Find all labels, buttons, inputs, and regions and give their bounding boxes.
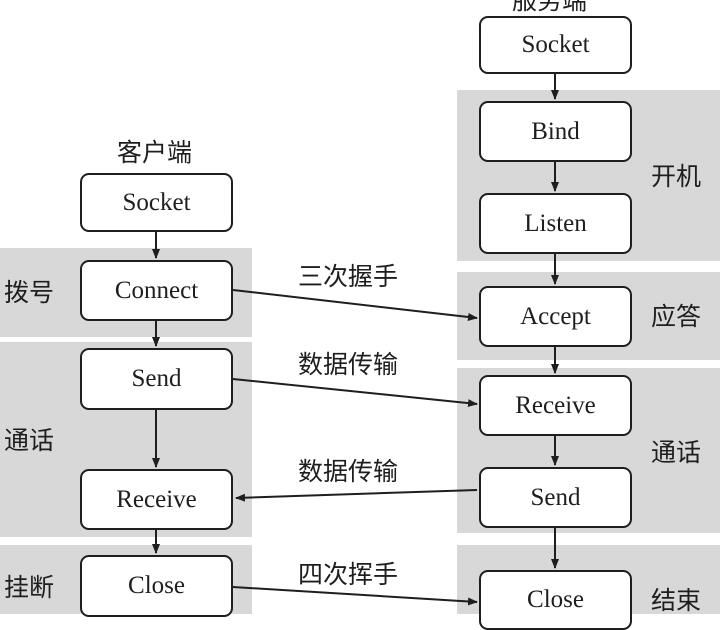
arrow-data-to-client [235,489,478,502]
server-phase-startup: 开机 [651,162,702,191]
message-wave: 四次挥手 [298,560,399,589]
server-phase-end: 结束 [651,586,702,615]
arrow-data-to-server [232,378,478,408]
server-close-node: Close [479,570,632,630]
server-phase-accept: 应答 [651,302,702,331]
server-title: 服务端 [512,0,588,15]
arrow-wave [232,586,478,606]
client-phase-hangup: 挂断 [4,573,55,602]
message-handshake: 三次握手 [298,262,399,291]
message-data-to-server: 数据传输 [298,350,399,379]
server-send-node: Send [479,467,632,528]
server-receive-node: Receive [479,375,632,436]
server-socket-node: Socket [479,16,632,74]
connector-arrows [152,74,559,606]
client-receive-node: Receive [80,469,233,530]
client-close-node: Close [80,555,233,617]
client-socket-node: Socket [80,173,233,232]
client-connect-node: Connect [80,260,233,321]
server-bind-node: Bind [479,101,632,162]
server-accept-node: Accept [479,286,632,347]
client-send-node: Send [80,348,233,410]
server-listen-node: Listen [479,193,632,254]
arrow-handshake [232,289,478,321]
message-data-to-client: 数据传输 [298,457,399,486]
client-phase-dial: 拨号 [4,278,55,307]
client-title: 客户端 [117,138,193,167]
server-phase-talk: 通话 [651,438,702,467]
client-phase-talk: 通话 [4,426,55,455]
